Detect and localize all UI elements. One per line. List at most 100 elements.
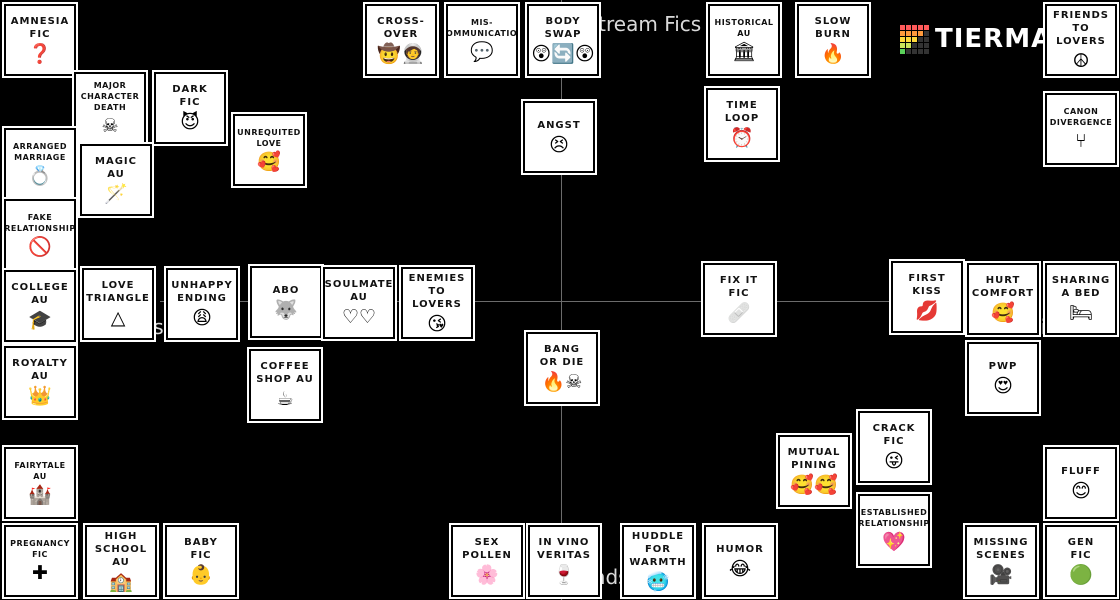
tier-card-first-kiss[interactable]: FIRST KISS💋 — [889, 259, 965, 335]
tier-card-fluff[interactable]: FLUFF 😊 — [1043, 445, 1119, 521]
tier-card-love-triangle[interactable]: LOVE TRIANGLE△ — [80, 266, 156, 342]
card-icon: ✚ — [32, 562, 48, 584]
tier-card-amnesia-fic[interactable]: AMNESIA FIC❓ — [2, 2, 78, 78]
card-icon: 😣 — [549, 133, 569, 156]
card-icon: 💖 — [882, 531, 906, 553]
tier-card-cross-over[interactable]: CROSS- OVER🤠🧑‍🚀 — [363, 2, 439, 78]
card-icon: 🪄 — [104, 183, 128, 205]
tiermaker-logo: TIERMA — [900, 22, 1052, 56]
card-title: FLUFF — [1061, 465, 1101, 477]
tier-card-fake-relationship[interactable]: FAKE RELATIONSHIP🚫 — [2, 197, 78, 273]
card-icon: 😜 — [884, 450, 904, 472]
tier-card-baby-fic[interactable]: BABY FIC👶 — [163, 523, 239, 599]
card-title: HURT COMFORT — [971, 275, 1035, 299]
logo-text: TIERMA — [935, 24, 1053, 54]
card-title: BODY SWAP — [544, 16, 582, 40]
card-icon: ⑂ — [1075, 130, 1087, 152]
tier-card-mutual-pining[interactable]: MUTUAL PINING🥰🥰 — [776, 433, 852, 509]
card-title: SHARING A BED — [1051, 275, 1111, 299]
card-icon: 🩹 — [727, 302, 751, 324]
tier-card-fix-it-fic[interactable]: FIX IT FIC🩹 — [701, 261, 777, 337]
tier-card-historical-au[interactable]: HISTORICAL AU🏛 — [706, 2, 782, 78]
tier-card-time-loop[interactable]: TIME LOOP⏰ — [704, 86, 780, 162]
card-title: SLOW BURN — [814, 16, 852, 40]
card-title: IN VINO VERITAS — [537, 537, 591, 561]
tier-card-pregnancy-fic[interactable]: PREGNANCY FIC ✚ — [2, 523, 78, 599]
tier-card-slow-burn[interactable]: SLOW BURN🔥 — [795, 2, 871, 78]
card-title: ENEMIES TO LOVERS — [408, 272, 466, 310]
card-title: PWP — [988, 360, 1018, 372]
card-icon: 🎓 — [28, 309, 52, 331]
card-icon: 🍷 — [552, 564, 576, 586]
tier-card-arranged-marriage[interactable]: ARRANGED MARRIAGE💍 — [2, 126, 78, 202]
card-title: SEX POLLEN — [462, 537, 512, 561]
tier-card-established-relationship[interactable]: ESTABLISHED RELATIONSHIP 💖 — [856, 492, 932, 568]
card-title: FAKE RELATIONSHIP — [4, 213, 76, 233]
tier-card-enemies-to-lovers[interactable]: ENEMIES TO LOVERS😘 — [399, 265, 475, 341]
card-icon: 😊 — [1071, 479, 1091, 502]
card-icon: 💬 — [470, 41, 494, 63]
tier-card-major-character-death[interactable]: MAJOR CHARACTER DEATH☠ — [72, 70, 148, 146]
card-icon: 🏫 — [109, 570, 133, 593]
card-icon: 🌸 — [475, 564, 499, 586]
tier-card-pwp[interactable]: PWP😍 — [965, 340, 1041, 416]
card-icon: 🎥 — [989, 564, 1013, 586]
tier-card-dark-fic[interactable]: DARK FIC😈 — [152, 70, 228, 146]
tier-card-friends-to-lovers[interactable]: FRIENDS TO LOVERS☮ — [1043, 2, 1119, 78]
card-icon: 🟢 — [1069, 564, 1093, 586]
card-title: HISTORICAL AU — [714, 18, 774, 38]
tier-card-missing-scenes[interactable]: MISSING SCENES🎥 — [963, 523, 1039, 599]
tier-card-in-vino-veritas[interactable]: IN VINO VERITAS 🍷 — [526, 523, 602, 599]
card-title: HUMOR — [716, 543, 764, 555]
tier-card-magic-au[interactable]: MAGIC AU🪄 — [78, 142, 154, 218]
tier-card-fairytale-au[interactable]: FAIRYTALE AU🏰 — [2, 445, 78, 521]
card-icon: ☠ — [101, 114, 119, 137]
tier-card-miscommunication[interactable]: MIS- COMMUNICATION 💬 — [444, 2, 520, 78]
card-title: ESTABLISHED RELATIONSHIP — [858, 508, 930, 528]
card-title: BABY FIC — [184, 537, 218, 561]
card-title: BANG OR DIE — [539, 344, 585, 368]
card-icon: 😩 — [192, 307, 212, 329]
card-title: FIRST KISS — [908, 273, 946, 297]
card-title: CANON DIVERGENCE — [1049, 107, 1113, 127]
card-title: COFFEE SHOP AU — [256, 361, 314, 385]
tier-card-college-au[interactable]: COLLEGE AU 🎓 — [2, 268, 78, 344]
tier-card-gen-fic[interactable]: GEN FIC 🟢 — [1043, 523, 1119, 599]
card-icon: 😂 — [728, 557, 752, 580]
tier-card-body-swap[interactable]: BODY SWAP😲🔄😲 — [525, 2, 601, 78]
card-title: UNHAPPY ENDING — [171, 280, 233, 304]
card-icon: 🤠🧑‍🚀 — [377, 43, 425, 65]
card-title: MIS- COMMUNICATION — [446, 18, 518, 38]
card-icon: △ — [110, 307, 126, 329]
card-icon: 😈 — [180, 111, 200, 133]
tier-card-angst[interactable]: ANGST 😣 — [521, 99, 597, 175]
tier-card-coffee-shop-au[interactable]: COFFEE SHOP AU☕ — [247, 347, 323, 423]
card-title: PREGNANCY FIC — [10, 539, 70, 559]
tier-card-abo[interactable]: ABO🐺 — [248, 264, 324, 340]
card-title: ABO — [272, 284, 300, 296]
tier-card-canon-divergence[interactable]: CANON DIVERGENCE ⑂ — [1043, 91, 1119, 167]
card-title: ANGST — [537, 119, 581, 131]
card-title: FRIENDS TO LOVERS — [1053, 9, 1109, 47]
card-title: COLLEGE AU — [11, 282, 69, 306]
card-icon: ☮ — [1072, 49, 1090, 72]
tier-card-royalty-au[interactable]: ROYALTY AU👑 — [2, 344, 78, 420]
card-title: AMNESIA FIC — [10, 16, 70, 40]
tier-card-hurt-comfort[interactable]: HURT COMFORT🥰 — [965, 261, 1041, 337]
tier-card-humor[interactable]: HUMOR 😂 — [702, 523, 778, 599]
card-icon: 🥶 — [646, 570, 670, 593]
card-title: GEN FIC — [1067, 537, 1095, 561]
tier-card-high-school-au[interactable]: HIGH SCHOOL AU🏫 — [83, 523, 159, 599]
tier-card-crack-fic[interactable]: CRACK FIC😜 — [856, 409, 932, 485]
card-title: UNREQUITED LOVE — [237, 128, 301, 148]
tier-card-bang-or-die[interactable]: BANG OR DIE🔥☠ — [524, 330, 600, 406]
tier-card-sex-pollen[interactable]: SEX POLLEN 🌸 — [449, 523, 525, 599]
tier-card-unrequited-love[interactable]: UNREQUITED LOVE🥰 — [231, 112, 307, 188]
card-icon: 🥰🥰 — [790, 474, 838, 496]
vertical-axis — [561, 0, 562, 600]
tier-card-unhappy-ending[interactable]: UNHAPPY ENDING 😩 — [164, 266, 240, 342]
card-icon: ♡♡ — [341, 306, 377, 328]
tier-card-soulmate-au[interactable]: SOULMATE AU♡♡ — [321, 265, 397, 341]
tier-card-sharing-a-bed[interactable]: SHARING A BED🛏 — [1043, 261, 1119, 337]
tier-card-huddle-for-warmth[interactable]: HUDDLE FOR WARMTH🥶 — [620, 523, 696, 599]
